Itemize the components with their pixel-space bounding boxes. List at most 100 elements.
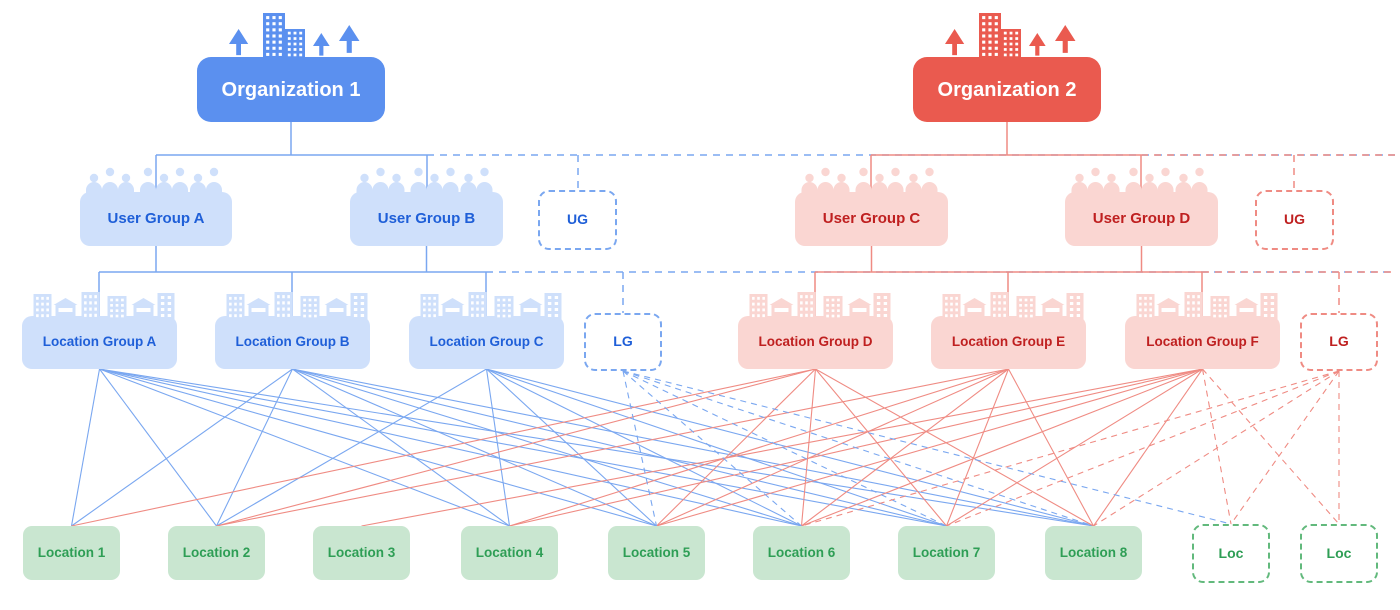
location-group-node-label: Location Group B <box>235 334 350 350</box>
building-icon <box>520 305 541 320</box>
mesh-edge <box>216 368 816 527</box>
buildings-icon <box>226 292 368 320</box>
location-group-node-lgb[interactable]: Location Group B <box>215 316 370 369</box>
tree-icon <box>229 29 249 56</box>
building-icon <box>350 293 368 320</box>
mesh-edge <box>656 368 1203 527</box>
building-icon <box>964 305 985 320</box>
location-placeholder-label: Loc <box>1326 544 1352 561</box>
user-group-placeholder-label: UG <box>567 211 588 228</box>
people-icon <box>1071 167 1208 196</box>
location-node-loc6[interactable]: Location 6 <box>753 526 850 580</box>
user-group-node-uga[interactable]: User Group A <box>80 192 232 246</box>
location-group-placeholder-label: LG <box>1329 333 1349 350</box>
mesh-edge <box>292 368 657 527</box>
location-node-loc1[interactable]: Location 1 <box>23 526 120 580</box>
building-icon <box>1184 292 1203 320</box>
organization-node-org1[interactable]: Organization 1 <box>197 57 385 122</box>
location-group-node-lgc[interactable]: Location Group C <box>409 316 564 369</box>
mesh-edge <box>71 368 816 527</box>
buildings-icon <box>1136 292 1278 320</box>
location-group-node-label: Location Group F <box>1146 334 1259 350</box>
location-group-node-lgf[interactable]: Location Group F <box>1125 316 1280 369</box>
location-node-loc8[interactable]: Location 8 <box>1045 526 1142 580</box>
building-icon <box>442 305 463 320</box>
mesh-edge <box>622 370 1232 525</box>
location-group-node-label: Location Group C <box>429 334 544 350</box>
location-group-node-lgd[interactable]: Location Group D <box>738 316 893 369</box>
building-icon <box>326 305 347 320</box>
location-node-label: Location 7 <box>912 544 981 560</box>
building-icon <box>1260 293 1278 320</box>
user-group-placeholder-ug-ghost-red[interactable]: UG <box>1255 190 1334 250</box>
mesh-edge <box>801 368 1009 527</box>
buildings-icon <box>749 292 891 320</box>
user-group-node-label: User Group B <box>377 209 476 227</box>
building-icon <box>990 292 1009 320</box>
building-icon <box>849 305 870 320</box>
organization-node-label: Organization 2 <box>937 78 1077 101</box>
people-icon <box>356 167 493 196</box>
mesh-edge <box>292 368 510 527</box>
mesh-edge <box>216 368 293 527</box>
tree-icon <box>945 29 965 56</box>
mesh-edge <box>216 368 1009 527</box>
location-node-loc2[interactable]: Location 2 <box>168 526 265 580</box>
mesh-edge <box>292 368 1094 527</box>
location-node-loc7[interactable]: Location 7 <box>898 526 995 580</box>
mesh-edge <box>1008 368 1094 527</box>
building-icon <box>226 294 245 320</box>
tree-icon <box>1029 33 1046 56</box>
location-node-label: Location 3 <box>327 544 396 560</box>
user-group-node-ugc[interactable]: User Group C <box>795 192 948 246</box>
mesh-edge <box>70 368 101 527</box>
building-icon <box>823 296 843 320</box>
mesh-edge <box>622 370 658 527</box>
tree-icon <box>1055 25 1076 53</box>
location-node-loc3[interactable]: Location 3 <box>313 526 410 580</box>
buildings-icon <box>33 292 175 320</box>
mesh-edge <box>509 368 1009 527</box>
user-group-node-ugb[interactable]: User Group B <box>350 192 503 246</box>
building-icon <box>285 29 305 59</box>
location-node-label: Location 5 <box>622 544 691 560</box>
location-group-placeholder-lg-ghost-blue[interactable]: LG <box>584 313 662 371</box>
location-placeholder-loc-ghost-1[interactable]: Loc <box>1192 524 1270 583</box>
building-icon <box>1210 296 1230 320</box>
building-icon <box>797 292 816 320</box>
location-node-loc4[interactable]: Location 4 <box>461 526 558 580</box>
location-group-placeholder-lg-ghost-red[interactable]: LG <box>1300 313 1378 371</box>
city-trees-icon <box>229 13 360 59</box>
location-group-node-lga[interactable]: Location Group A <box>22 316 177 369</box>
location-placeholder-loc-ghost-2[interactable]: Loc <box>1300 524 1378 583</box>
user-group-node-label: User Group C <box>822 209 921 227</box>
mesh-edge <box>1093 370 1340 527</box>
location-node-loc5[interactable]: Location 5 <box>608 526 705 580</box>
building-icon <box>1236 305 1257 320</box>
building-icon <box>1066 293 1084 320</box>
organization-node-org2[interactable]: Organization 2 <box>913 57 1101 122</box>
mesh-edge <box>292 368 947 527</box>
mesh-edge <box>485 368 511 527</box>
building-icon <box>274 292 293 320</box>
building-icon <box>263 13 285 59</box>
organization-node-label: Organization 1 <box>221 78 361 101</box>
location-group-node-label: Location Group A <box>42 334 157 350</box>
location-node-label: Location 2 <box>182 544 251 560</box>
tree-icon <box>313 33 330 56</box>
mesh-edge <box>815 368 1094 527</box>
user-group-node-label: User Group A <box>107 209 205 227</box>
city-trees-icon <box>945 13 1076 59</box>
building-icon <box>107 296 127 320</box>
location-node-label: Location 8 <box>1059 544 1128 560</box>
location-node-label: Location 6 <box>767 544 836 560</box>
mesh-edge <box>1201 368 1232 525</box>
location-group-node-lge[interactable]: Location Group E <box>931 316 1086 369</box>
mesh-edge <box>656 368 816 527</box>
building-icon <box>942 294 961 320</box>
mesh-edge <box>1202 368 1340 525</box>
user-group-node-ugd[interactable]: User Group D <box>1065 192 1218 246</box>
user-group-placeholder-ug-ghost-blue[interactable]: UG <box>538 190 617 250</box>
people-icon <box>86 167 222 196</box>
